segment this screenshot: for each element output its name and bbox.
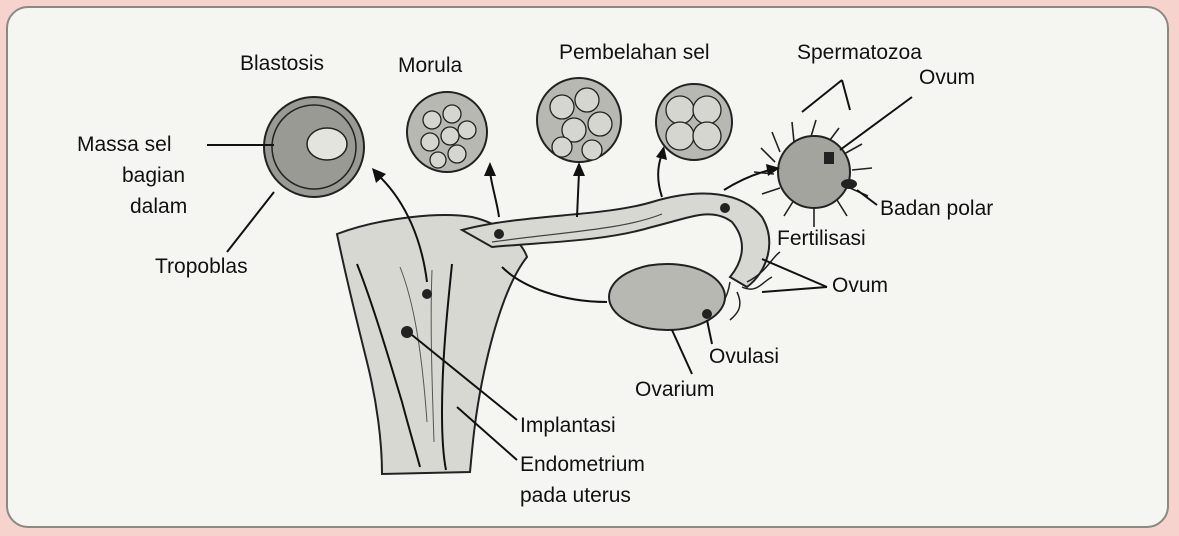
reproduction-diagram: Blastosis Morula Pembelahan sel Spermato… [8, 8, 1169, 528]
label-endometrium-2: pada uterus [520, 484, 631, 507]
label-fertilisasi: Fertilisasi [777, 227, 866, 250]
diagram-panel: Blastosis Morula Pembelahan sel Spermato… [6, 6, 1169, 528]
embryo-in-uterus [422, 289, 432, 299]
uterus [337, 215, 527, 474]
cleavage-8-cell [537, 78, 621, 162]
embryo-in-oviduct [494, 229, 504, 239]
label-ovum-mid: Ovum [832, 274, 888, 297]
implantation-site [401, 326, 413, 338]
label-ovulasi: Ovulasi [709, 345, 779, 368]
label-tropoblas: Tropoblas [155, 255, 248, 278]
label-morula: Morula [398, 54, 463, 77]
label-ovum-top: Ovum [919, 66, 975, 89]
label-implantasi: Implantasi [520, 414, 616, 437]
label-massa-sel-3: dalam [130, 195, 187, 218]
label-spermatozoa: Spermatozoa [797, 41, 922, 64]
label-ovarium: Ovarium [635, 378, 714, 401]
morula [407, 92, 487, 172]
label-badan-polar: Badan polar [880, 197, 993, 220]
labels: Blastosis Morula Pembelahan sel Spermato… [77, 41, 993, 507]
label-pembelahan-sel: Pembelahan sel [559, 41, 710, 64]
ovary [502, 264, 725, 330]
blastocyst [264, 97, 364, 197]
label-endometrium-1: Endometrium [520, 453, 645, 476]
cleavage-4-cell [656, 84, 732, 160]
label-massa-sel-2: bagian [122, 164, 185, 187]
zygote-in-oviduct [720, 203, 730, 213]
label-blastosis: Blastosis [240, 52, 324, 75]
label-massa-sel-1: Massa sel [77, 133, 172, 156]
